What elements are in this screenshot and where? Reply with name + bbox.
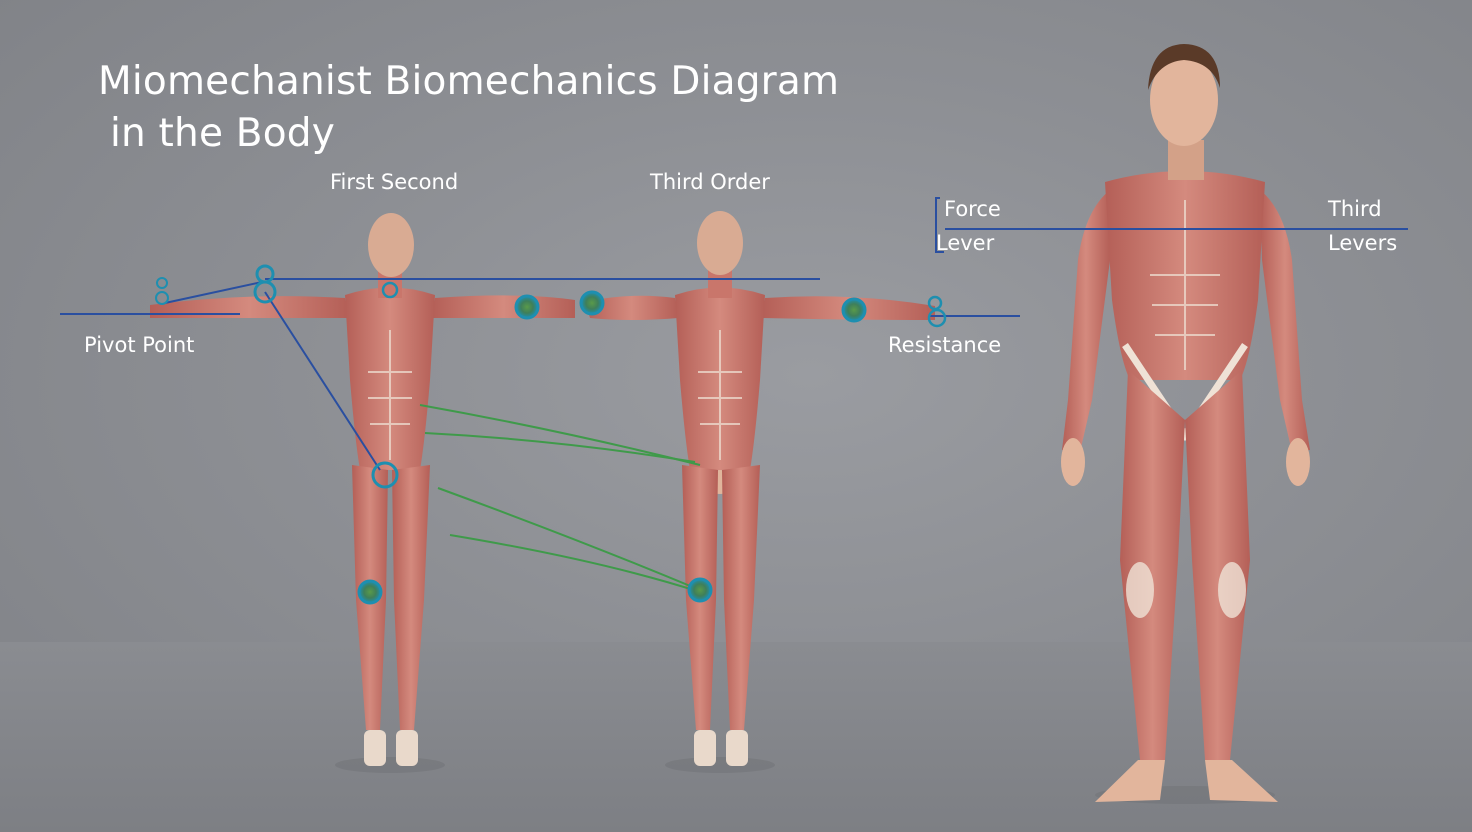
force-bracket — [935, 197, 944, 253]
joint-marker-knee-1 — [357, 579, 383, 605]
muscle-figure-standing — [1061, 44, 1310, 804]
joint-marker-neck-1 — [381, 281, 399, 299]
label-third-order: Third Order — [650, 170, 770, 194]
title-line-2: in the Body — [110, 111, 336, 156]
label-first-second: First Second — [330, 170, 459, 194]
lever-line-arm — [164, 281, 263, 304]
muscle-figure-arms-out-right — [585, 211, 935, 773]
joint-marker-hand-top — [156, 277, 168, 289]
joint-marker-hip — [371, 461, 399, 489]
joint-marker-elbow-1 — [514, 294, 540, 320]
label-resistance: Resistance — [888, 333, 1002, 357]
lever-line-diagonal — [264, 291, 381, 471]
label-force: Force — [944, 197, 1001, 221]
label-third: Third — [1328, 197, 1382, 221]
joint-marker-shoulder — [253, 280, 277, 304]
muscle-lines — [419, 404, 701, 593]
joint-markers — [155, 264, 947, 605]
joint-marker-elbow-2 — [841, 297, 867, 323]
muscle-line-3 — [437, 487, 696, 589]
diagram-title: Miomechanist Biomechanics Diagram in the… — [98, 56, 839, 160]
joint-marker-knee-2 — [687, 577, 713, 603]
muscle-line-2 — [424, 432, 696, 463]
lever-lines — [60, 197, 1408, 471]
joint-marker-hand-2 — [579, 290, 605, 316]
title-line-1: Miomechanist Biomechanics Diagram — [98, 59, 840, 104]
muscle-figure-arms-out-left — [150, 213, 575, 773]
joint-marker-hand — [155, 291, 169, 305]
label-pivot-point: Pivot Point — [84, 333, 195, 357]
joint-marker-hand-3b — [927, 308, 947, 328]
label-levers: Levers — [1328, 231, 1398, 255]
label-lever: Lever — [936, 231, 995, 255]
muscle-line-4 — [449, 534, 701, 593]
